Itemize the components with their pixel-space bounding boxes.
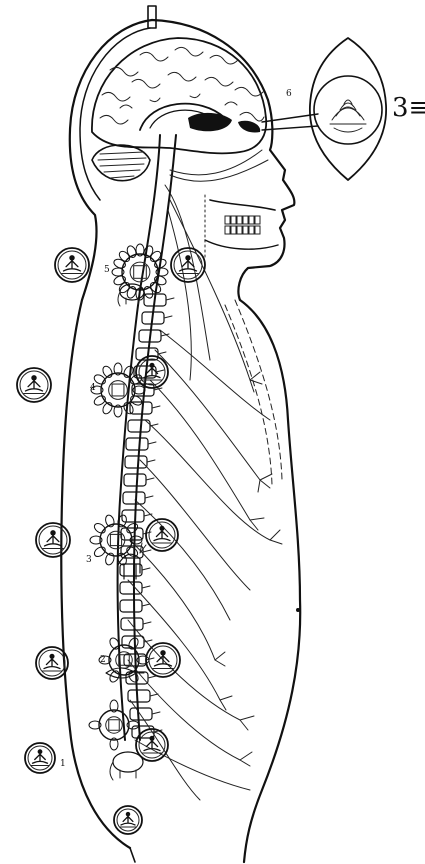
seated-figure-body bbox=[26, 381, 43, 391]
spine-lotus-group bbox=[89, 244, 168, 750]
vertebra-process bbox=[156, 370, 164, 372]
body-outline bbox=[61, 20, 300, 862]
cerebellum bbox=[92, 145, 150, 181]
seated-figure-body bbox=[33, 754, 48, 763]
vertebra bbox=[120, 564, 142, 576]
seated-figure-head bbox=[149, 363, 154, 368]
seated-figure-head bbox=[38, 749, 43, 754]
seated-figure-body bbox=[144, 741, 160, 751]
navel-dot bbox=[296, 608, 300, 612]
medallion-heart-left bbox=[17, 368, 51, 402]
lotus-inner-ring bbox=[130, 262, 150, 282]
seated-figure-head bbox=[160, 650, 165, 655]
seated-figure-body bbox=[64, 261, 81, 271]
seated-figure-head bbox=[149, 736, 154, 741]
chakra-number-1: 1 bbox=[60, 759, 66, 769]
medallion-throat-left bbox=[55, 248, 89, 282]
vertebra-process bbox=[145, 496, 153, 498]
vertebra-process bbox=[146, 658, 154, 660]
seated-figure-body bbox=[121, 817, 135, 825]
vertebra bbox=[124, 474, 146, 486]
muladhara-wheel bbox=[89, 700, 139, 750]
chakra-number-3: 3 bbox=[86, 555, 92, 565]
vertebra-process bbox=[148, 676, 156, 678]
elephant-figure-lower bbox=[110, 752, 143, 780]
medallion-heart-right bbox=[136, 356, 168, 388]
seated-figure-head bbox=[49, 654, 54, 659]
medallion-navel-left bbox=[36, 523, 70, 557]
chakra-number-5: 5 bbox=[104, 265, 110, 275]
seated-figure-head bbox=[159, 526, 164, 531]
ajna-lotus: 3≡ bbox=[262, 38, 425, 180]
vertebra-process bbox=[164, 316, 172, 318]
seated-figure-head bbox=[69, 255, 74, 260]
seated-figure-head bbox=[126, 812, 130, 816]
medallion-throat-right bbox=[171, 248, 205, 282]
vertebra-process bbox=[152, 712, 160, 714]
vertebra bbox=[125, 456, 147, 468]
seated-figure-body bbox=[155, 656, 172, 666]
vertebra bbox=[120, 600, 142, 612]
vertebra bbox=[121, 618, 143, 630]
vertebra bbox=[126, 438, 148, 450]
vertebra bbox=[122, 636, 144, 648]
vertebra-process bbox=[146, 478, 154, 480]
lotus-yantra bbox=[109, 720, 120, 731]
chakra-number-2: 2 bbox=[100, 655, 106, 665]
medallion-sacral-right bbox=[146, 643, 180, 677]
lotus-petal bbox=[117, 249, 131, 263]
lotus-yantra bbox=[112, 384, 124, 396]
vertebra-process bbox=[150, 694, 158, 696]
chakra-number-6: 6 bbox=[286, 89, 292, 99]
jaw-teeth bbox=[205, 195, 278, 260]
lotus-disc bbox=[101, 373, 135, 407]
vertebra bbox=[128, 690, 150, 702]
medallion-navel-right bbox=[146, 519, 178, 551]
seated-figure-head bbox=[50, 530, 55, 535]
medallion-group bbox=[17, 248, 205, 834]
vertebra-process bbox=[143, 550, 151, 552]
vertebra-process bbox=[148, 442, 156, 444]
chakra-number-4: 4 bbox=[90, 383, 96, 393]
lotus-inner-ring bbox=[106, 717, 123, 734]
vertebra-process bbox=[142, 568, 150, 570]
vertebra-process bbox=[152, 406, 160, 408]
lotus-yantra bbox=[110, 534, 121, 545]
vertebra-process bbox=[142, 586, 150, 588]
vertebra-process bbox=[147, 460, 155, 462]
seated-figure-body bbox=[45, 536, 62, 546]
vertebra-process bbox=[143, 622, 151, 624]
vertebra bbox=[130, 708, 152, 720]
medallion-root-low bbox=[114, 806, 142, 834]
seated-figure-body bbox=[44, 659, 60, 669]
vertebra bbox=[123, 492, 145, 504]
seated-figure-head bbox=[185, 255, 190, 260]
medallion-root-left bbox=[25, 743, 55, 773]
seated-figure-head bbox=[31, 375, 36, 380]
lotus-inner-ring bbox=[109, 381, 128, 400]
chakra-number-labels: 6 5 4 3 2 1 bbox=[60, 89, 292, 769]
seated-figure-body bbox=[180, 261, 197, 271]
om-symbol: 3≡ bbox=[392, 93, 425, 123]
vertebra-process bbox=[166, 298, 174, 300]
vertebra-process bbox=[142, 604, 150, 606]
